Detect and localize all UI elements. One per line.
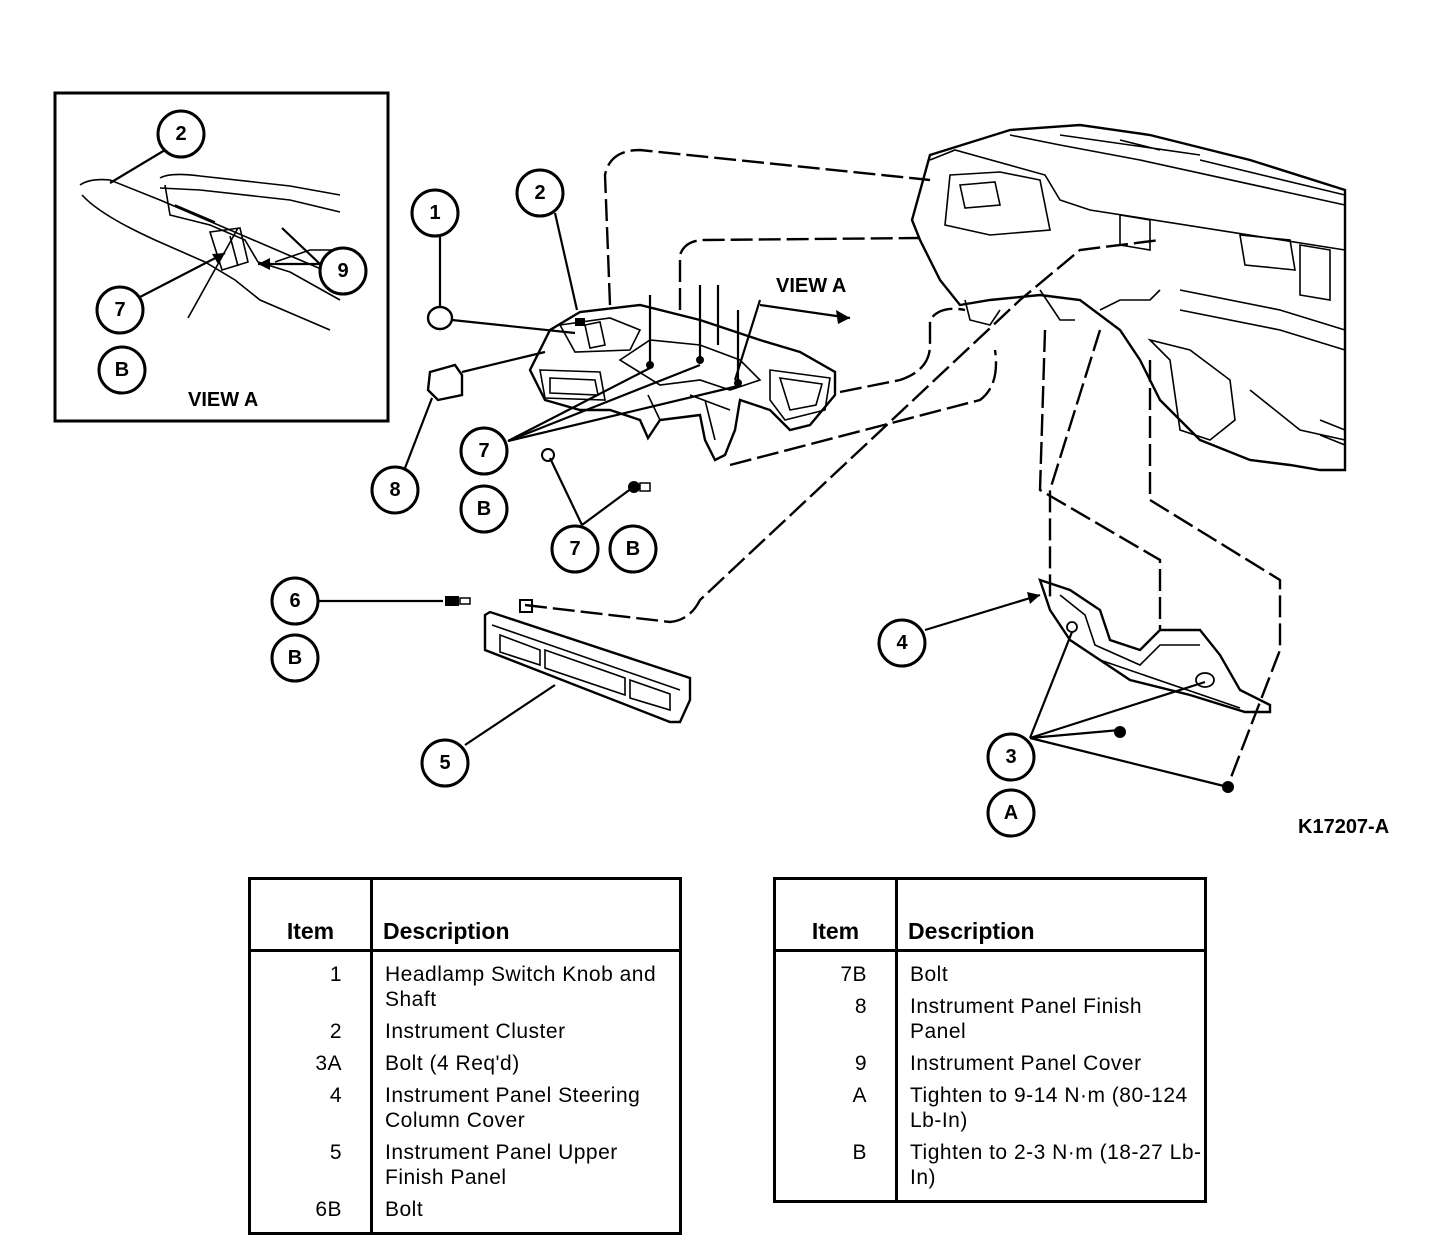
legend-row: 9 Instrument Panel Cover [776, 1047, 1204, 1079]
legend-row: 3A Bolt (4 Req'd) [251, 1047, 679, 1079]
svg-text:2: 2 [175, 123, 186, 145]
svg-text:6: 6 [289, 590, 300, 612]
svg-text:3: 3 [1005, 746, 1016, 768]
callout-7-upper: 7 [459, 426, 509, 476]
legend-header-description: Description [896, 880, 1204, 952]
legend-header-item: Item [251, 880, 373, 952]
legend-description: Instrument Panel Cover [910, 1052, 1142, 1075]
callout-3-A: A [986, 788, 1036, 838]
legend-item: 3A [251, 1047, 373, 1079]
callout-2: 2 [515, 168, 565, 218]
inset-callout-B: B [97, 345, 147, 395]
steering-column-cover-part [1038, 578, 1272, 793]
legend-item: 6B [251, 1193, 373, 1232]
legend-description: Bolt (4 Req'd) [385, 1052, 520, 1075]
legend-row: 8 Instrument Panel Finish Panel [776, 990, 1204, 1047]
legend-item: 9 [776, 1047, 898, 1079]
legend-row: 6B Bolt [251, 1193, 679, 1232]
view-a-title: VIEW A [188, 389, 258, 411]
legend-row: 5 Instrument Panel Upper Finish Panel [251, 1136, 679, 1193]
svg-text:B: B [115, 359, 129, 381]
svg-text:2: 2 [534, 182, 545, 204]
callout-7-lower: 7 [550, 524, 600, 574]
legend-header-item: Item [776, 880, 898, 952]
svg-text:9: 9 [337, 260, 348, 282]
callout-6-B: B [270, 633, 320, 683]
legend-description: Instrument Panel Upper Finish Panel [385, 1141, 618, 1189]
svg-text:B: B [477, 498, 491, 520]
instrument-panel-body [910, 123, 1347, 472]
legend-description: Instrument Panel Finish Panel [910, 995, 1143, 1043]
headlamp-knob-part [426, 305, 576, 335]
svg-text:5: 5 [439, 752, 450, 774]
callout-4: 4 [877, 618, 927, 668]
legend-item: 2 [251, 1015, 373, 1047]
callout-5: 5 [420, 738, 470, 788]
legend-item: 4 [251, 1079, 373, 1136]
callout-6: 6 [270, 576, 320, 626]
inset-callout-7: 7 [95, 285, 145, 335]
svg-text:B: B [288, 647, 302, 669]
legend-item: 8 [776, 990, 898, 1047]
legend-header-description: Description [371, 880, 679, 952]
view-a-pointer-label: VIEW A [776, 275, 846, 297]
svg-text:7: 7 [569, 538, 580, 560]
legend-row: 2 Instrument Cluster [251, 1015, 679, 1047]
legend-description: Instrument Panel Steering Column Cover [385, 1084, 641, 1132]
legend-description: Headlamp Switch Knob and Shaft [385, 963, 657, 1011]
svg-text:7: 7 [114, 299, 125, 321]
svg-text:4: 4 [896, 632, 908, 654]
inset-callout-2: 2 [156, 109, 206, 159]
svg-text:A: A [1004, 802, 1018, 824]
legend-row: A Tighten to 9-14 N·m (80-124 Lb-In) [776, 1079, 1204, 1136]
legend-description: Tighten to 9-14 N·m (80-124 Lb-In) [910, 1084, 1188, 1132]
legend-table-left: Item Description 1 Headlamp Switch Knob … [248, 877, 682, 1235]
legend-description: Tighten to 2-3 N·m (18-27 Lb-In) [910, 1141, 1202, 1189]
legend-item: 7B [776, 950, 898, 990]
legend-row: 1 Headlamp Switch Knob and Shaft [251, 950, 679, 1015]
svg-text:B: B [626, 538, 640, 560]
legend-description: Instrument Cluster [385, 1020, 566, 1043]
finish-panel-part [426, 350, 546, 402]
callout-B-lower: B [608, 524, 658, 574]
callout-1: 1 [410, 188, 460, 238]
callout-3: 3 [986, 732, 1036, 782]
legend-row: B Tighten to 2-3 N·m (18-27 Lb-In) [776, 1136, 1204, 1200]
svg-text:1: 1 [429, 202, 440, 224]
callout-8: 8 [370, 465, 420, 515]
svg-text:7: 7 [478, 440, 489, 462]
legend-item: 1 [251, 950, 373, 1015]
callout-B-upper: B [459, 484, 509, 534]
svg-text:8: 8 [389, 479, 400, 501]
upper-finish-panel-part [445, 596, 692, 724]
exploded-view-diagram: 2 9 7 B VIEW A [53, 91, 1389, 838]
legend-item: A [776, 1079, 898, 1136]
legend-item: B [776, 1136, 898, 1200]
legend-row: 7B Bolt [776, 950, 1204, 990]
inset-callout-9: 9 [318, 246, 368, 296]
instrument-cluster-part [528, 285, 837, 462]
legend-row: 4 Instrument Panel Steering Column Cover [251, 1079, 679, 1136]
legend-description: Bolt [385, 1198, 424, 1221]
legend-item: 5 [251, 1136, 373, 1193]
legend-table-right: Item Description 7B Bolt 8 Instrument Pa… [773, 877, 1207, 1203]
figure-code: K17207-A [1298, 816, 1389, 838]
legend-description: Bolt [910, 963, 949, 986]
